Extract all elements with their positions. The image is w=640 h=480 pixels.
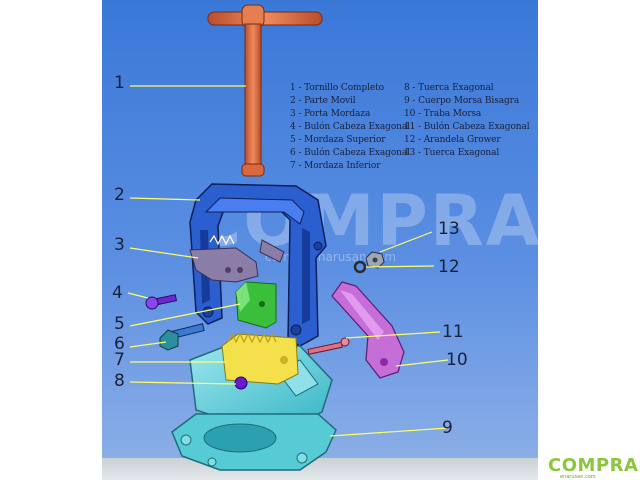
lock-lever-part [331,281,405,379]
callout-4: 4 [112,283,123,303]
legend-item-5: 5 - Mordaza Superior [290,135,386,145]
legend-item-11: 11 - Bulón Cabeza Exagonal [404,122,530,132]
screw-part [207,4,323,177]
legend-item-2: 2 - Parte Movil [290,96,356,106]
upper-jaw-part [235,281,277,329]
callout-11: 11 [442,322,464,342]
callout-12: 12 [438,257,460,277]
brand-logo-subtext: enarusan.com [560,474,596,480]
nut-13-part [365,251,385,269]
leader-8 [129,381,237,385]
callout-7: 7 [114,350,125,370]
jaw-holder-part [189,234,285,283]
callout-3: 3 [114,235,125,255]
callout-2: 2 [114,185,125,205]
callout-8: 8 [114,371,125,391]
callout-5: 5 [114,314,125,334]
leader-11 [345,331,441,339]
legend-item-10: 10 - Traba Morsa [404,109,482,119]
leader-4 [127,292,149,299]
bolt-4-part [145,294,178,310]
legend-item-6: 6 - Bulón Cabeza Exagonal [290,148,410,158]
callout-9: 9 [442,418,453,438]
leader-3 [129,247,199,259]
nut-8-part [234,376,248,390]
leader-6 [129,341,167,348]
legend-item-12: 12 - Arandela Grower [404,135,501,145]
movable-frame-part [189,183,327,347]
legend-item-4: 4 - Bulón Cabeza Exagonal [290,122,410,132]
brand-logo: COMPRA [548,455,639,476]
legend-item-13: 13 - Tuerca Exagonal [404,148,500,158]
callout-1: 1 [114,73,125,93]
bolt-6-part [159,323,205,351]
callout-10: 10 [446,350,468,370]
callout-13: 13 [438,219,460,239]
leader-12 [365,265,435,268]
legend-item-9: 9 - Cuerpo Morsa Bisagra [404,96,520,106]
callout-6: 6 [114,334,125,354]
leader-lines [127,85,449,437]
legend-item-7: 7 - Mordaza Inferior [290,161,381,171]
legend-item-3: 3 - Porta Mordaza [290,109,371,119]
leader-13 [379,231,433,253]
leader-5 [129,303,241,327]
lower-jaw-part [221,332,299,385]
leader-9 [329,427,449,437]
leader-10 [395,359,449,367]
leader-2 [129,197,201,201]
legend-item-1: 1 - Tornillo Completo [290,83,384,93]
legend-item-8: 8 - Tuerca Exagonal [404,83,494,93]
bolt-11-part [307,337,350,355]
washer-part [353,260,367,274]
